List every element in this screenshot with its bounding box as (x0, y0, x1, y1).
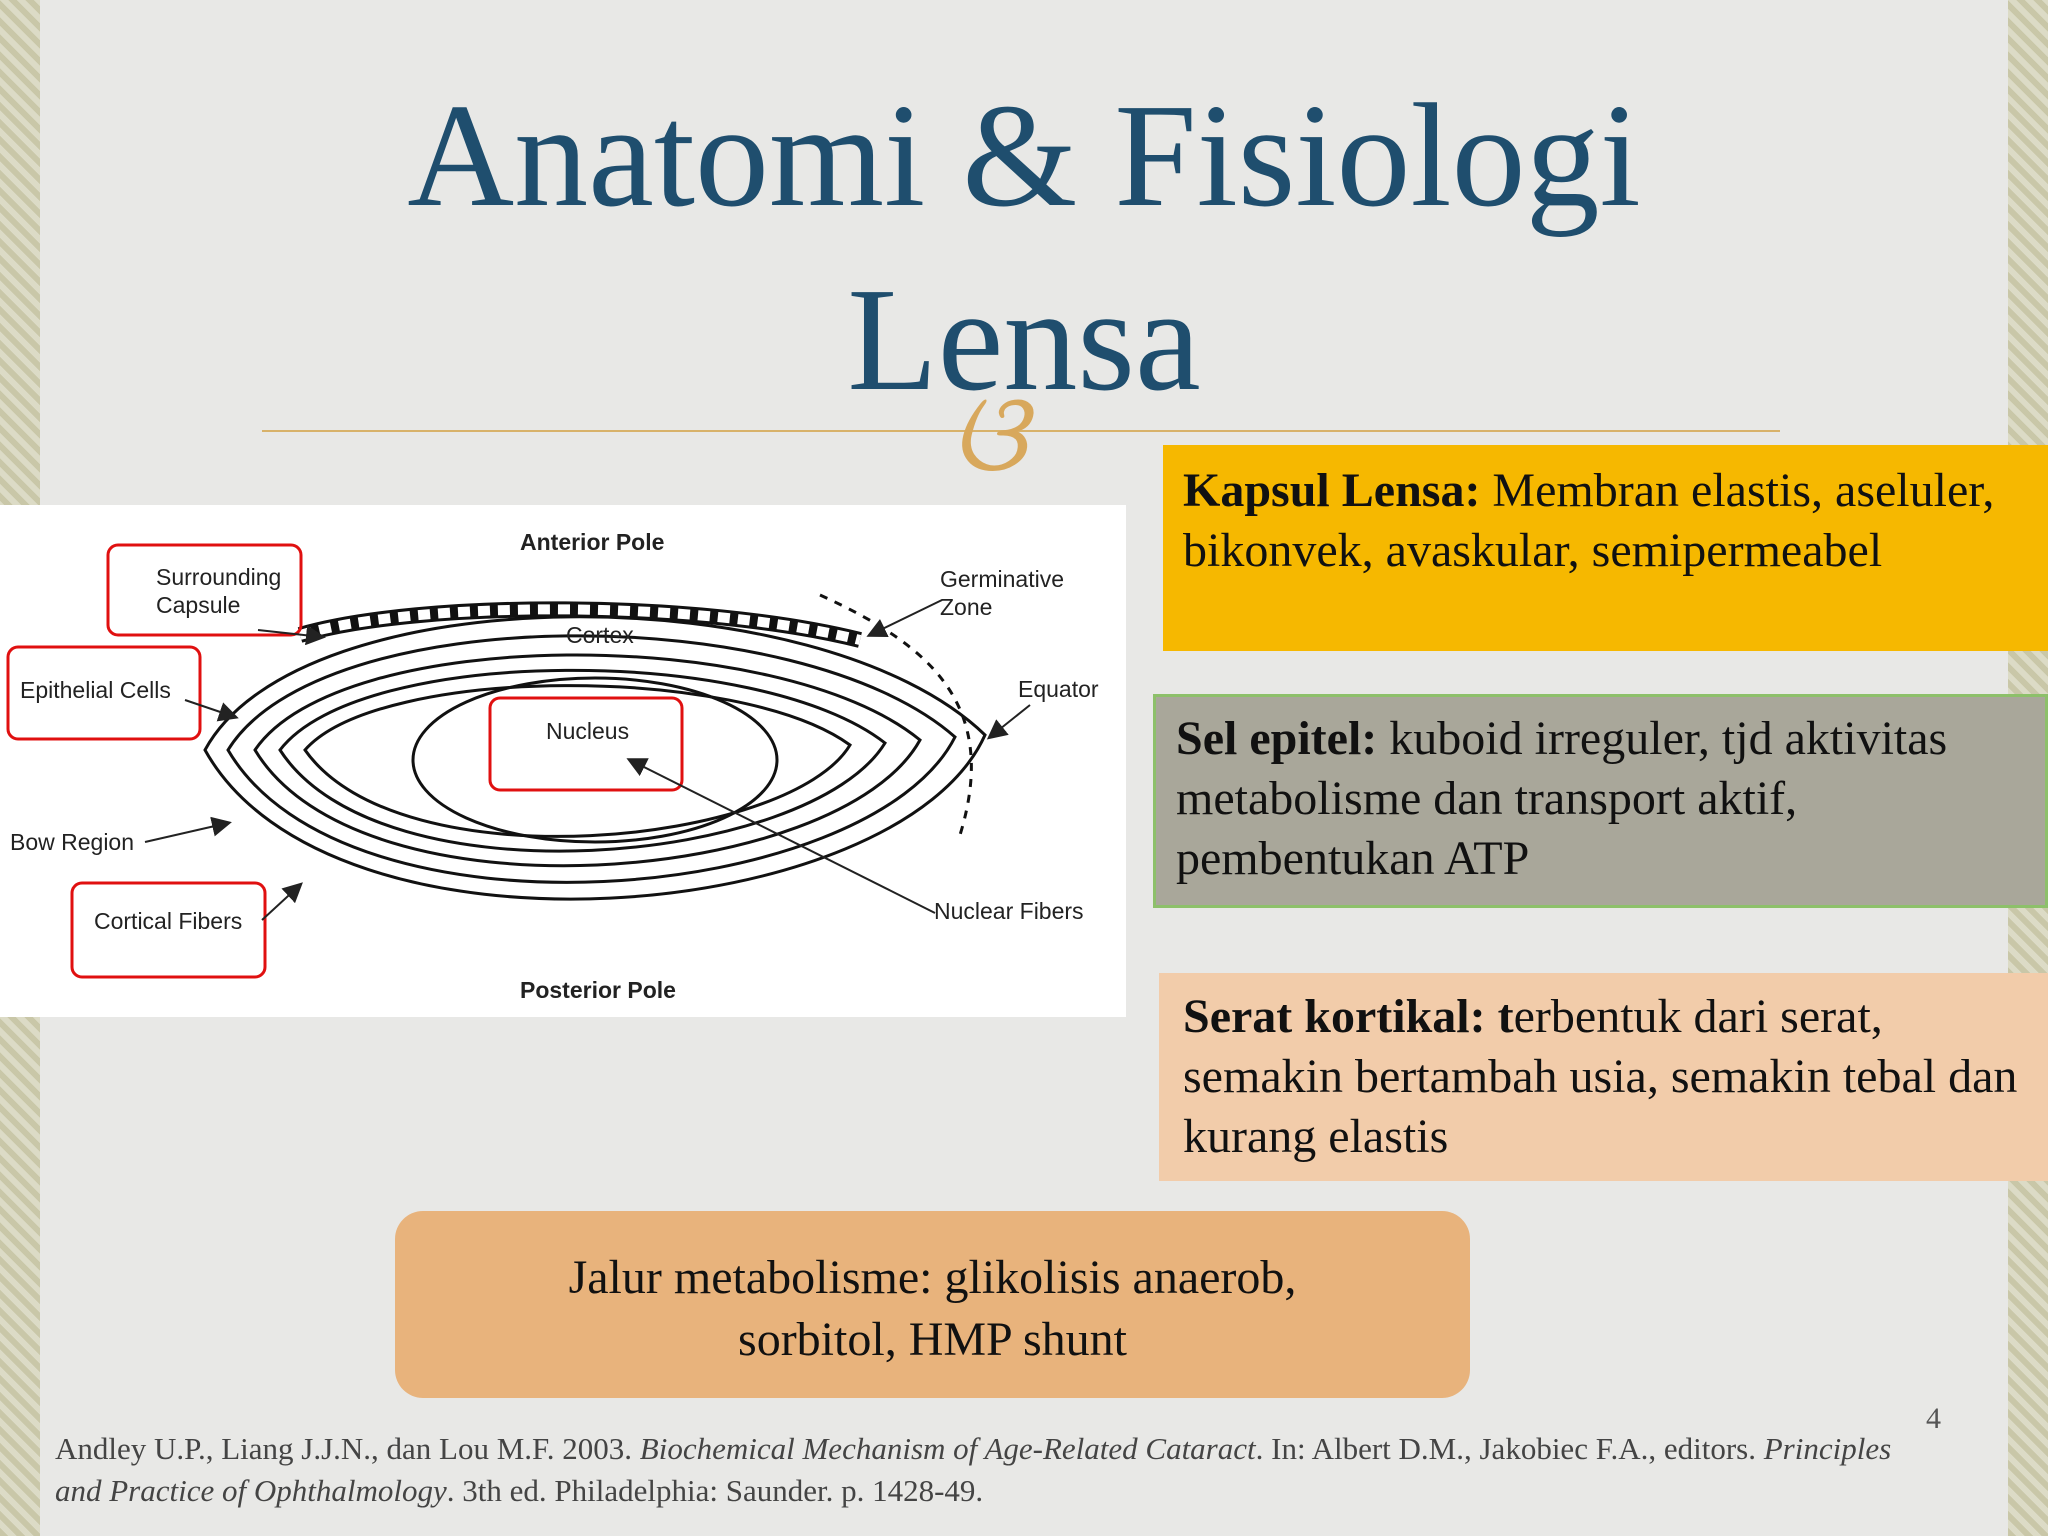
lens-capsule-inner (226, 634, 957, 884)
title-divider (262, 430, 1780, 432)
kapsul-text: Membran elastis, aseluler, bikonvek, ava… (1183, 464, 1995, 577)
footnote-italic-1: Biochemical Mechanism of Age-Related Cat… (639, 1431, 1256, 1466)
epitel-text: kuboid irreguler, tjd aktivitas metaboli… (1176, 712, 1948, 885)
slide-title-line-2: Lensa (847, 258, 1201, 422)
nucleus-ellipse (411, 676, 779, 844)
serat-text: erbentuk dari serat, semakin bertambah u… (1183, 990, 2018, 1163)
label-nuclear-fibers: Nuclear Fibers (934, 898, 1084, 924)
label-cortical-fibers: Cortical Fibers (94, 908, 242, 934)
slide-title-line-1: Anatomi & Fisiologi (407, 74, 1641, 238)
lens-capsule-outline (203, 615, 987, 901)
epitel-heading: Sel epitel: (1176, 712, 1378, 765)
lens-anatomy-diagram: Anterior Pole Posterior Pole Surrounding… (0, 505, 1126, 1017)
label-surrounding-capsule-1: Surrounding (156, 564, 281, 590)
highlight-epithelial-cells (6, 645, 202, 741)
label-anterior-pole: Anterior Pole (520, 529, 664, 555)
serat-heading: Serat kortikal: t (1183, 990, 1514, 1043)
epithelial-cell-row (297, 601, 862, 648)
highlight-nucleus (488, 696, 684, 792)
kapsul-heading: Kapsul Lensa: (1183, 464, 1481, 517)
label-germinative-zone-1: Germinative (940, 566, 1064, 592)
label-epithelial-cells: Epithelial Cells (20, 677, 171, 703)
highlight-surrounding-capsule (106, 543, 303, 637)
footnote-part-1: Andley U.P., Liang J.J.N., dan Lou M.F. … (55, 1431, 640, 1466)
serat-kortikal-box: Serat kortikal: terbentuk dari serat, se… (1159, 973, 2048, 1181)
label-posterior-pole: Posterior Pole (520, 977, 676, 1003)
label-cortex: Cortex (566, 622, 634, 648)
page-number: 4 (1926, 1402, 1941, 1435)
reference-footnote: Andley U.P., Liang J.J.N., dan Lou M.F. … (55, 1428, 1915, 1512)
jalur-line-2: sorbitol, HMP shunt (738, 1313, 1127, 1366)
sel-epitel-box: Sel epitel: kuboid irreguler, tjd aktivi… (1153, 694, 2048, 908)
label-surrounding-capsule-2: Capsule (156, 592, 240, 618)
label-equator: Equator (1018, 676, 1099, 702)
label-bow-region: Bow Region (10, 829, 134, 855)
ornament-icon: ଓ (950, 369, 1026, 497)
highlight-cortical-fibers (70, 881, 267, 979)
footnote-italic-2: Principles and Practice of Ophthalmology (55, 1431, 1892, 1508)
footnote-part-3: . 3th ed. Philadelphia: Saunder. p. 1428… (446, 1473, 984, 1508)
kapsul-lensa-box: Kapsul Lensa: Membran elastis, aseluler,… (1163, 445, 2048, 651)
jalur-line-1: Jalur metabolisme: glikolisis anaerob, (568, 1251, 1297, 1304)
label-nucleus: Nucleus (546, 718, 629, 744)
footnote-part-2: . In: Albert D.M., Jakobiec F.A., editor… (1255, 1431, 1764, 1466)
label-germinative-zone-2: Zone (940, 594, 992, 620)
jalur-metabolisme-box: Jalur metabolisme: glikolisis anaerob, s… (395, 1211, 1470, 1398)
